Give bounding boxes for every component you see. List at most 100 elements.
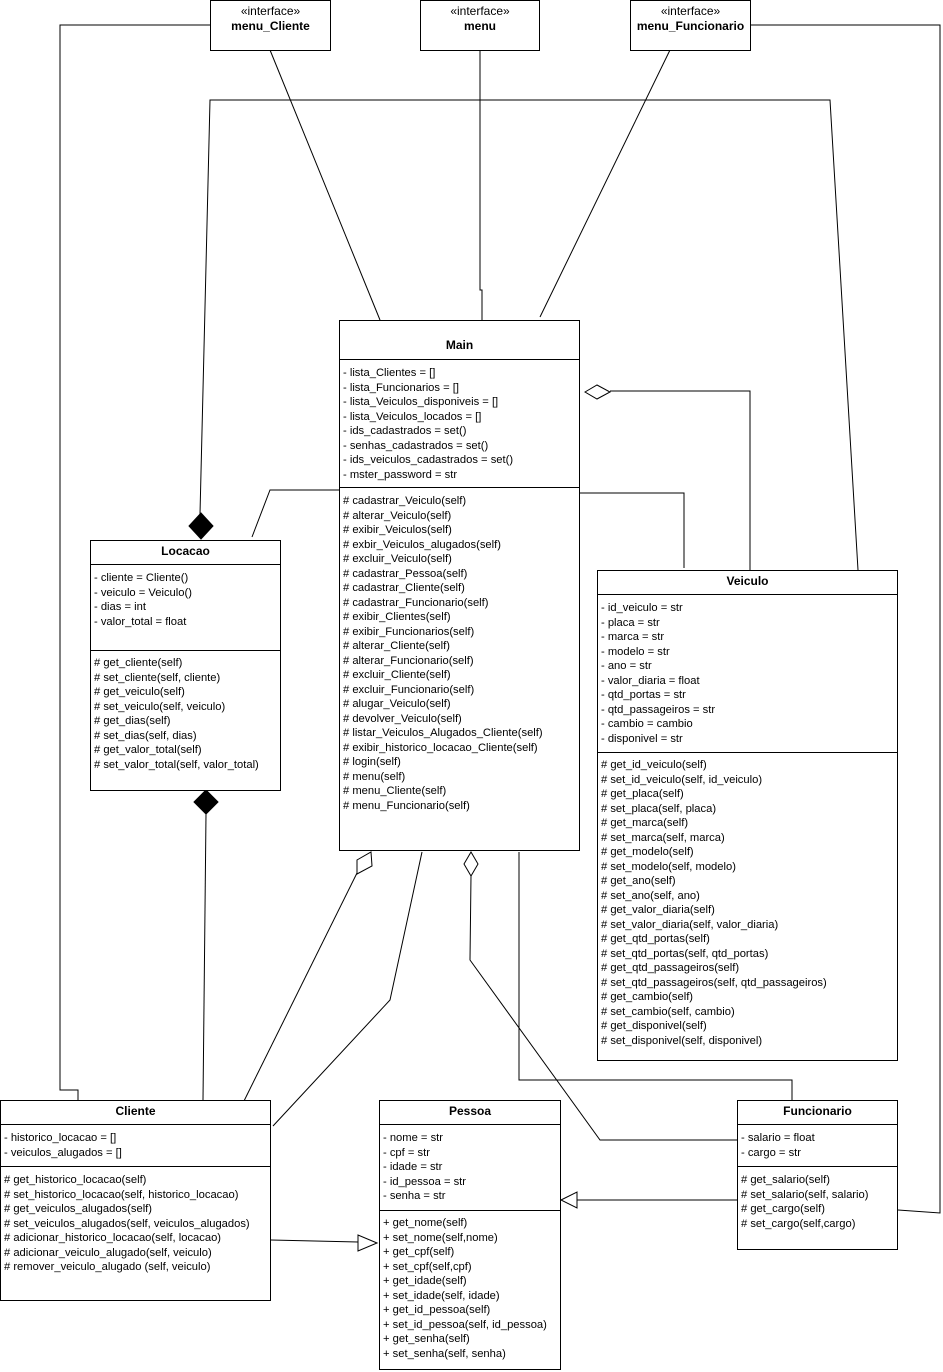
attribute-item: - mster_password = str [343,468,458,481]
method-list: # get_salario(self)# set_salario(self, s… [741,1173,895,1231]
interface-menu[interactable]: «interface» menu [420,0,540,51]
method-item: # set_salario(self, salario) [741,1188,869,1201]
edge-cliente-main-aggregation [242,872,358,1104]
divider [380,1210,560,1211]
method-list: # get_cliente(self) # set_cliente(self, c… [94,656,278,772]
method-item: # get_cargo(self) [741,1203,825,1215]
attribute-item: - id_pessoa = str [383,1175,467,1188]
divider [340,359,579,360]
attribute-list: - historico_locacao = [] - veiculos_aluga… [4,1131,268,1160]
method-item: # alugar_Veiculo(self) [343,698,451,710]
attribute-item: - ids_cadastrados = set() [343,425,467,437]
method-item: # set_veiculos_alugados(self, veiculos_a… [4,1217,250,1230]
method-item: # alterar_Veiculo(self) [343,509,452,522]
method-item: # set_modelo(self, modelo) [601,860,736,873]
method-item: # get_cliente(self) [94,657,183,669]
method-item: # set_veiculo(self, veiculo) [94,700,226,713]
method-item: + get_idade(self) [383,1275,467,1287]
interface-name: menu [463,19,496,33]
method-list: # get_historico_locacao(self)# set_histo… [4,1173,268,1275]
attribute-item: - cliente = Cliente() [94,572,189,584]
method-item: # get_qtd_portas(self) [601,933,710,945]
class-cliente[interactable]: Cliente - historico_locacao = [] - veicul… [0,1100,271,1301]
class-name: Cliente [115,1104,156,1118]
method-item: # cadastrar_Veiculo(self) [343,495,467,507]
attribute-item: - nome = str [383,1132,443,1144]
attribute-item: - ids_veiculos_cadastrados = set() [343,454,514,466]
method-item: # get_veiculos_alugados(self) [4,1203,153,1215]
composition-diamond-locacao-bottom [193,789,219,815]
method-list: # cadastrar_Veiculo(self) # alterar_Veicu… [343,494,577,813]
method-item: # exibir_Funcionarios(self) [343,625,475,638]
method-item: + get_id_pessoa(self) [383,1304,491,1316]
method-item: # set_id_veiculo(self, id_veiculo) [601,773,763,786]
interface-name: menu_Funcionario [636,19,745,33]
method-item: # menu_Funcionario(self) [343,799,470,812]
divider [738,1166,897,1167]
interface-name: menu_Cliente [231,19,310,33]
attribute-item: - veiculo = Veiculo() [94,586,192,599]
interface-menu-funcionario[interactable]: «interface» menu_Funcionario [630,0,751,51]
divider [738,1124,897,1125]
class-pessoa[interactable]: Pessoa - nome = str- cpf = str- idade = … [379,1100,561,1370]
class-main[interactable]: Main - lista_Clientes = []- lista_Funcio… [339,320,580,851]
method-item: # adicionar_veiculo_alugado(self, veicul… [4,1246,212,1259]
attribute-item: - valor_diaria = float [601,674,700,687]
class-funcionario[interactable]: Funcionario - salario = float- cargo = s… [737,1100,898,1250]
attribute-item: - valor_total = float [94,615,187,628]
method-item: # excluir_Veiculo(self) [343,553,452,565]
composition-diamond-locacao-top [188,512,214,540]
attribute-item: - veiculos_alugados = [] [4,1146,122,1159]
method-item: # get_qtd_passageiros(self) [601,962,740,974]
attribute-list: - lista_Clientes = []- lista_Funcionario… [343,366,577,482]
edge-main-funcionario [518,852,793,1100]
aggregation-diamond-main-right [584,384,612,400]
method-item: # set_cambio(self, cambio) [601,1005,735,1018]
method-list: + get_nome(self)+ set_nome(self,nome)+ g… [383,1216,558,1361]
class-veiculo[interactable]: Veiculo - id_veiculo = str- placa = str-… [597,570,898,1061]
class-name: Main [445,338,474,352]
method-item: # remover_veiculo_alugado (self, veiculo… [4,1261,211,1273]
method-item: # set_cliente(self, cliente) [94,671,221,684]
class-locacao[interactable]: Locacao - cliente = Cliente()- veiculo =… [90,540,281,791]
method-item: # set_qtd_passageiros(self, qtd_passagei… [601,976,827,989]
stereotype-label: «interface» [450,4,510,18]
attribute-item: - dias = int [94,601,146,613]
method-item: # cadastrar_Cliente(self) [343,582,465,594]
method-item: # set_cargo(self,cargo) [741,1217,856,1230]
method-item: # get_valor_diaria(self) [601,904,715,916]
method-item: + set_id_pessoa(self, id_pessoa) [383,1318,547,1331]
method-item: # listar_Veiculos_Alugados_Cliente(self) [343,727,543,739]
method-item: # get_marca(self) [601,817,689,829]
edge-veiculo-locacao [199,99,859,571]
method-item: # get_placa(self) [601,788,684,800]
method-item: # get_ano(self) [601,875,676,887]
attribute-item: - ano = str [601,660,652,672]
method-item: # exibir_Clientes(self) [343,611,451,623]
class-name: Pessoa [448,1104,492,1118]
method-item: + get_senha(self) [383,1333,470,1345]
edge-main-veiculo [580,492,685,568]
method-item: # get_modelo(self) [601,846,694,858]
method-item: # menu(self) [343,770,406,783]
divider [91,650,280,651]
attribute-item: - qtd_portas = str [601,689,686,701]
method-item: # set_qtd_portas(self, qtd_portas) [601,947,769,960]
method-item: + set_cpf(self,cpf) [383,1260,472,1273]
method-item: # menu_Cliente(self) [343,785,447,797]
method-item: # alterar_Funcionario(self) [343,654,474,667]
attribute-item: - cambio = cambio [601,718,693,730]
divider [1,1166,270,1167]
attribute-item: - historico_locacao = [] [4,1132,117,1144]
attribute-item: - marca = str [601,631,665,643]
divider [340,487,579,488]
attribute-item: - qtd_passageiros = str [601,703,716,716]
attribute-item: - senha = str [383,1190,446,1202]
attribute-list: - nome = str- cpf = str- idade = str- id… [383,1131,558,1204]
divider [598,752,897,753]
edge-veiculo-main-aggregation [610,390,751,570]
method-item: + get_cpf(self) [383,1246,455,1258]
interface-menu-cliente[interactable]: «interface» menu_Cliente [210,0,331,51]
